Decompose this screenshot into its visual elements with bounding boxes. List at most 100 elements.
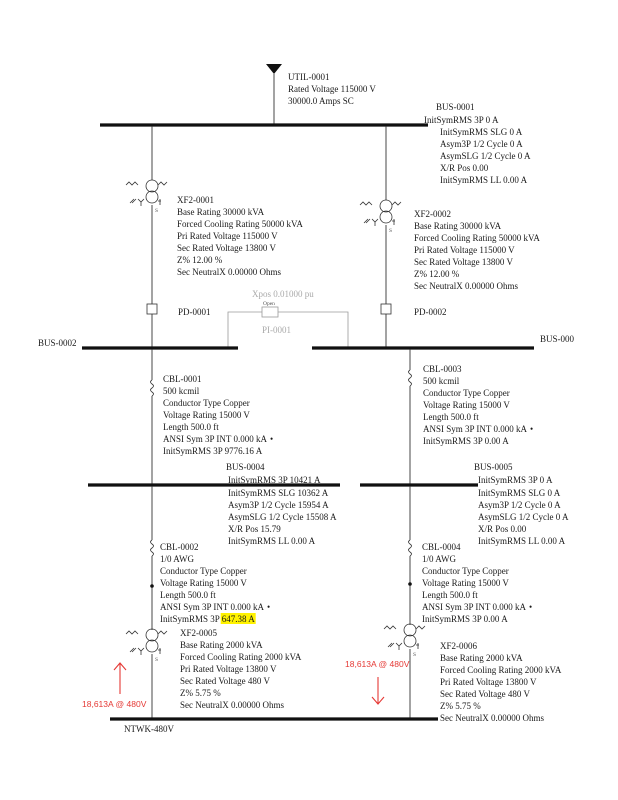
fault-current-annotation-left: 18,613A @ 480V xyxy=(82,699,147,709)
highlighted-current-value: 647.38 A xyxy=(222,614,256,624)
bus-result-line: InitSymRMS LL 0.00 A xyxy=(440,175,528,185)
cable-line: Conductor Type Copper xyxy=(163,398,250,408)
bullet-marker: • xyxy=(529,602,532,612)
transformer-secondary-mark: S xyxy=(389,228,392,234)
utility-line: 30000.0 Amps SC xyxy=(288,96,354,106)
cable-id: CBL-0004 xyxy=(422,542,461,552)
transformer-line: Forced Cooling Rating 50000 kVA xyxy=(177,219,303,229)
pd-0001-label: PD-0001 xyxy=(178,307,211,317)
xf2-0006-label: XF2-0006 Base Rating 2000 kVA Forced Coo… xyxy=(440,641,562,723)
utility-source[interactable] xyxy=(266,64,282,124)
transformer-line: Forced Cooling Rating 2000 kVA xyxy=(440,665,562,675)
transformer-line: Sec NeutralX 0.00000 Ohms xyxy=(177,267,281,277)
cable-line: InitSymRMS 3P 9776.16 A xyxy=(163,446,263,456)
xf2-0005-label: XF2-0005 Base Rating 2000 kVA Forced Coo… xyxy=(180,628,302,710)
transformer-icon xyxy=(383,623,426,650)
bus-0005-id: BUS-0005 xyxy=(474,462,513,472)
fault-arrow-down-icon xyxy=(371,677,385,705)
cable-line: Conductor Type Copper xyxy=(160,566,247,576)
bus-0005-results: InitSymRMS 3P 0 A InitSymRMS SLG 0 A Asy… xyxy=(478,475,569,546)
transformer-xf2-0001[interactable]: S xyxy=(125,179,168,214)
bus-result-line: InitSymRMS 3P 10421 A xyxy=(228,475,321,485)
transformer-line: Base Rating 30000 kVA xyxy=(177,207,265,217)
tie-switch-pi-0001[interactable] xyxy=(227,306,349,348)
transformer-xf2-0005[interactable]: S xyxy=(125,628,168,663)
bus-result-line: AsymSLG 1/2 Cycle 0 A xyxy=(440,151,531,161)
transformer-line: Pri Rated Voltage 13800 V xyxy=(440,677,537,687)
transformer-line: Sec NeutralX 0.00000 Ohms xyxy=(414,281,518,291)
cable-line: ANSI Sym 3P INT 0.000 kA• xyxy=(160,602,270,612)
transformer-line: Forced Cooling Rating 50000 kVA xyxy=(414,233,540,243)
cable-line: 1/0 AWG xyxy=(160,554,195,564)
transformer-icon xyxy=(125,628,168,655)
tie-state-label: Open xyxy=(263,301,275,307)
utility-id: UTIL-0001 xyxy=(288,72,330,82)
cable-id: CBL-0002 xyxy=(160,542,199,552)
transformer-secondary-mark: S xyxy=(155,657,158,663)
bus-result-line: X/R Pos 0.00 xyxy=(440,163,489,173)
bus-result-line: InitSymRMS LL 0.00 A xyxy=(478,536,566,546)
transformer-line: Z% 12.00 % xyxy=(177,255,223,265)
transformer-line: Pri Rated Voltage 115000 V xyxy=(177,231,278,241)
transformer-id: XF2-0005 xyxy=(180,628,218,638)
cable-terminal-dot xyxy=(150,584,154,588)
transformer-secondary-mark: S xyxy=(155,208,158,214)
bus-result-line: InitSymRMS 3P 0 A xyxy=(478,475,553,485)
cable-line: ANSI Sym 3P INT 0.000 kA• xyxy=(423,424,533,434)
bus-0004-results: InitSymRMS 3P 10421 A InitSymRMS SLG 103… xyxy=(228,475,337,546)
cable-line: 1/0 AWG xyxy=(422,554,457,564)
cable-line-highlighted: InitSymRMS 3P 647.38 A xyxy=(160,614,255,624)
bus-0001-results: InitSymRMS 3P 0 A InitSymRMS SLG 0 A Asy… xyxy=(424,115,531,185)
highlight-marker xyxy=(220,613,256,624)
bus-result-line: InitSymRMS SLG 0 A xyxy=(440,127,523,137)
fault-arrow-up-icon xyxy=(113,662,127,694)
cable-cbl-0004[interactable] xyxy=(408,539,412,557)
bus-result-line: Asym3P 1/2 Cycle 0 A xyxy=(478,500,561,510)
cable-cbl-0002[interactable] xyxy=(150,539,154,557)
transformer-line: Z% 12.00 % xyxy=(414,269,460,279)
bullet-marker: • xyxy=(270,434,273,444)
cable-line-text: ANSI Sym 3P INT 0.000 kA xyxy=(160,602,265,612)
cable-id: CBL-0001 xyxy=(163,374,202,384)
cable-line: 500 kcmil xyxy=(423,376,460,386)
bus-0001-id: BUS-0001 xyxy=(436,102,475,112)
cable-line: Voltage Rating 15000 V xyxy=(160,578,247,588)
transformer-line: Z% 5.75 % xyxy=(180,688,221,698)
bus-result-line: X/R Pos 15.79 xyxy=(228,524,281,534)
transformer-xf2-0002[interactable]: S xyxy=(359,199,402,234)
transformer-line: Forced Cooling Rating 2000 kVA xyxy=(180,652,302,662)
cable-line: 500 kcmil xyxy=(163,386,200,396)
utility-source-icon xyxy=(266,64,282,74)
cable-line: Length 500.0 ft xyxy=(160,590,216,600)
fault-current-annotation-right: 18,613A @ 480V xyxy=(345,659,410,669)
transformer-xf2-0006[interactable]: S xyxy=(383,623,426,658)
cable-line-text: ANSI Sym 3P INT 0.000 kA xyxy=(422,602,527,612)
cable-cbl-0001[interactable] xyxy=(150,379,154,397)
bus-result-line: Asym3P 1/2 Cycle 0 A xyxy=(440,139,523,149)
utility-line: Rated Voltage 115000 V xyxy=(288,84,376,94)
cbl-0004-label: CBL-0004 1/0 AWG Conductor Type Copper V… xyxy=(422,542,532,624)
transformer-icon xyxy=(125,179,168,206)
cable-cbl-0003[interactable] xyxy=(408,369,412,387)
bullet-marker: • xyxy=(530,424,533,434)
protective-device-pd-0002[interactable] xyxy=(380,303,392,315)
transformer-line: Base Rating 2000 kVA xyxy=(440,653,523,663)
bus-result-line: InitSymRMS SLG 0 A xyxy=(478,488,561,498)
transformer-icon xyxy=(359,199,402,226)
transformer-line: Base Rating 2000 kVA xyxy=(180,640,263,650)
cbl-0003-label: CBL-0003 500 kcmil Conductor Type Copper… xyxy=(423,364,533,446)
cbl-0001-label: CBL-0001 500 kcmil Conductor Type Copper… xyxy=(163,374,273,456)
bus-0002-id: BUS-0002 xyxy=(38,338,77,348)
transformer-id: XF2-0006 xyxy=(440,641,478,651)
cable-line: ANSI Sym 3P INT 0.000 kA• xyxy=(422,602,532,612)
tie-xpos-label: Xpos 0.01000 pu xyxy=(252,289,314,299)
protective-device-pd-0001[interactable] xyxy=(146,303,158,315)
transformer-line: Pri Rated Voltage 115000 V xyxy=(414,245,515,255)
transformer-line: Sec Rated Voltage 13800 V xyxy=(177,243,276,253)
transformer-line: Base Rating 30000 kVA xyxy=(414,221,502,231)
xf2-0001-label: XF2-0001 Base Rating 30000 kVA Forced Co… xyxy=(177,195,303,277)
tie-id: PI-0001 xyxy=(262,325,291,335)
bus-result-line: Asym3P 1/2 Cycle 15954 A xyxy=(228,500,329,510)
cable-line: InitSymRMS 3P 0.00 A xyxy=(423,436,509,446)
bullet-marker: • xyxy=(267,602,270,612)
